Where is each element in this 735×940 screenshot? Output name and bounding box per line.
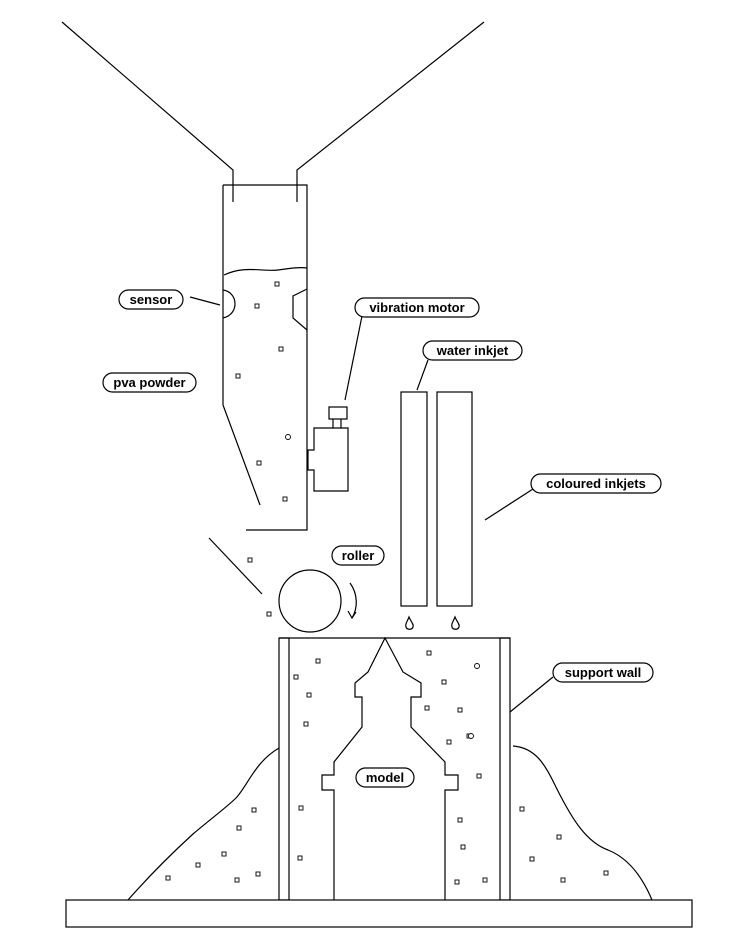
powder-grain bbox=[482, 877, 488, 883]
inkjet-heads bbox=[400, 391, 473, 630]
powder-grain bbox=[306, 692, 312, 698]
label-roller: roller bbox=[342, 548, 375, 563]
support-wall-leader bbox=[509, 676, 554, 713]
callout-sensor: sensor bbox=[118, 289, 184, 310]
label-support-wall: support wall bbox=[565, 665, 642, 680]
powder-grain bbox=[285, 434, 291, 440]
funnel-right-wall bbox=[296, 21, 485, 202]
powder-grain bbox=[282, 496, 288, 502]
powder-grain bbox=[195, 862, 201, 868]
powder-grain bbox=[603, 870, 609, 876]
callout-support-wall: support wall bbox=[552, 662, 654, 683]
ink-droplet bbox=[451, 615, 460, 630]
powder-grain bbox=[293, 674, 299, 680]
callout-coloured-inkjets: coloured inkjets bbox=[530, 473, 662, 494]
water-inkjet-head bbox=[400, 391, 428, 607]
callout-vibration-motor: vibration motor bbox=[354, 297, 480, 318]
water-inkjet-leader bbox=[416, 359, 429, 391]
powder-grain bbox=[251, 807, 257, 813]
powder-grain bbox=[236, 825, 242, 831]
powder-grain bbox=[457, 817, 463, 823]
left-powder-heap bbox=[127, 747, 280, 901]
powder-grain bbox=[256, 460, 262, 466]
water-droplet bbox=[405, 615, 414, 630]
powder-grain bbox=[278, 346, 284, 352]
right-support-wall bbox=[499, 637, 511, 901]
vibration-motor bbox=[307, 406, 349, 492]
roller bbox=[208, 537, 357, 633]
powder-grain bbox=[519, 806, 525, 812]
motor-knob bbox=[328, 406, 348, 420]
right-powder-heap bbox=[512, 745, 653, 901]
powder-grain bbox=[254, 303, 260, 309]
powder-hopper bbox=[61, 21, 485, 531]
label-sensor: sensor bbox=[130, 292, 173, 307]
powder-grains bbox=[165, 281, 609, 885]
powder-surface bbox=[223, 267, 308, 276]
funnel-left-wall bbox=[61, 21, 234, 202]
hopper-left-wall bbox=[222, 185, 261, 506]
powder-grain bbox=[560, 877, 566, 883]
leader-lines bbox=[189, 296, 554, 713]
powder-grain bbox=[235, 373, 241, 379]
label-coloured-inkjets: coloured inkjets bbox=[546, 476, 646, 491]
motor-body bbox=[307, 427, 349, 492]
label-pva-powder: pva powder bbox=[113, 375, 185, 390]
model-outline bbox=[321, 636, 459, 900]
powder-grain bbox=[247, 557, 253, 563]
powder-grain bbox=[426, 650, 432, 656]
sensor-element bbox=[222, 289, 236, 319]
coloured-inkjets-leader bbox=[484, 488, 534, 521]
callout-model: model bbox=[355, 767, 415, 788]
callout-water-inkjet: water inkjet bbox=[422, 340, 523, 361]
callout-roller: roller bbox=[331, 545, 385, 566]
powder-grain bbox=[274, 281, 280, 287]
build-chamber bbox=[65, 636, 693, 928]
label-model: model bbox=[366, 770, 404, 785]
powder-grain bbox=[298, 805, 304, 811]
sensor-leader bbox=[189, 296, 221, 306]
powder-grain bbox=[165, 875, 171, 881]
powder-fall-line bbox=[208, 537, 263, 595]
coloured-inkjet-head bbox=[436, 391, 473, 607]
label-water-inkjet: water inkjet bbox=[436, 343, 509, 358]
powder-grain bbox=[441, 679, 447, 685]
powder-grain bbox=[476, 773, 482, 779]
powder-grain bbox=[303, 721, 309, 727]
base-plate bbox=[65, 899, 693, 928]
powder-grain bbox=[474, 663, 480, 669]
callout-pva-powder: pva powder bbox=[102, 372, 197, 393]
roller-drum bbox=[278, 569, 342, 633]
left-support-wall bbox=[278, 637, 290, 901]
label-vibration-motor: vibration motor bbox=[369, 300, 464, 315]
powder-grain bbox=[457, 707, 463, 713]
powder-grain bbox=[446, 739, 452, 745]
powder-grain bbox=[234, 877, 240, 883]
vibration-plate bbox=[292, 288, 308, 331]
powder-grain bbox=[460, 844, 466, 850]
powder-grain bbox=[468, 733, 474, 739]
powder-grain bbox=[266, 611, 272, 617]
powder-grain bbox=[315, 658, 321, 664]
powder-grain bbox=[529, 856, 535, 862]
hopper-tube bbox=[223, 184, 308, 531]
powder-grain bbox=[221, 851, 227, 857]
powder-grain bbox=[297, 855, 303, 861]
powder-grain bbox=[255, 871, 261, 877]
powder-grain bbox=[424, 705, 430, 711]
powder-heaps bbox=[127, 745, 653, 901]
powder-grain bbox=[454, 879, 460, 885]
vibration-motor-leader bbox=[344, 315, 363, 401]
powder-grain bbox=[556, 834, 562, 840]
